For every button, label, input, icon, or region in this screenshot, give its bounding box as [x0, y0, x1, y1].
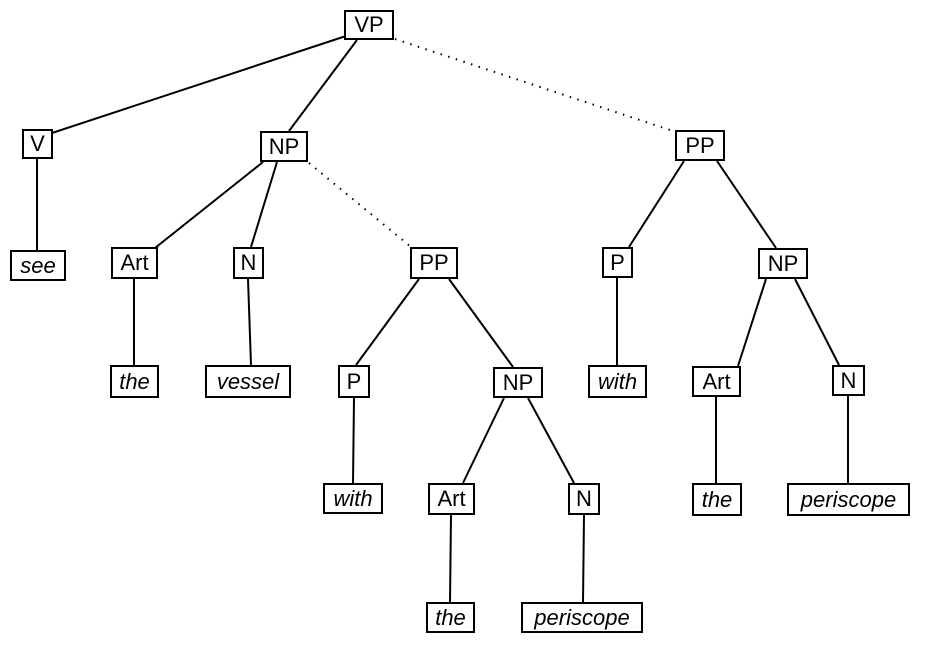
leaf-word-periscope2: periscope [787, 483, 910, 516]
tree-node-art2: Art [428, 483, 475, 515]
tree-node-np3: NP [758, 248, 808, 279]
tree-node-vp: VP [344, 10, 394, 40]
leaf-word-the1: the [110, 365, 159, 398]
leaf-word-periscope1: periscope [521, 602, 643, 633]
edge-p1-with1 [352, 397, 355, 484]
edge-pp1-np2 [448, 278, 514, 368]
leaf-word-see: see [10, 250, 66, 281]
tree-node-np1: NP [260, 131, 308, 162]
edge-np1-pp1-dotted [308, 162, 412, 248]
edge-np1-n1 [250, 161, 278, 248]
edge-np2-art2 [462, 397, 505, 484]
tree-node-pp2: PP [675, 130, 725, 161]
tree-node-n3: N [832, 365, 865, 396]
tree-node-p2: P [602, 247, 633, 278]
edge-np1-art1 [154, 161, 264, 249]
edge-vp-v [51, 35, 347, 134]
leaf-word-the2: the [426, 602, 475, 633]
tree-node-n2: N [568, 483, 600, 515]
tree-node-np2: NP [493, 367, 543, 398]
tree-node-art1: Art [111, 247, 158, 279]
edge-pp1-p1 [355, 278, 420, 366]
edge-vp-pp2-dotted [394, 38, 677, 133]
leaf-word-with1: with [323, 483, 383, 514]
edge-n2-periscope1 [582, 514, 585, 603]
edge-pp2-np3 [716, 160, 777, 249]
edge-pp2-p2 [628, 160, 685, 248]
edge-n1-vessel [247, 278, 252, 366]
tree-node-p1: P [338, 365, 370, 398]
edge-np3-art3 [737, 278, 767, 367]
edge-np3-n3 [794, 278, 840, 366]
tree-node-v: V [22, 129, 53, 159]
leaf-word-with2: with [588, 365, 647, 398]
tree-node-art3: Art [692, 366, 741, 397]
tree-node-pp1: PP [410, 247, 458, 279]
edge-np2-n2 [527, 397, 575, 484]
leaf-word-the3: the [692, 483, 742, 516]
tree-node-n1: N [233, 247, 264, 279]
leaf-word-vessel: vessel [205, 365, 291, 398]
edge-vp-np1 [288, 39, 358, 132]
edge-art2-the2 [449, 514, 452, 603]
